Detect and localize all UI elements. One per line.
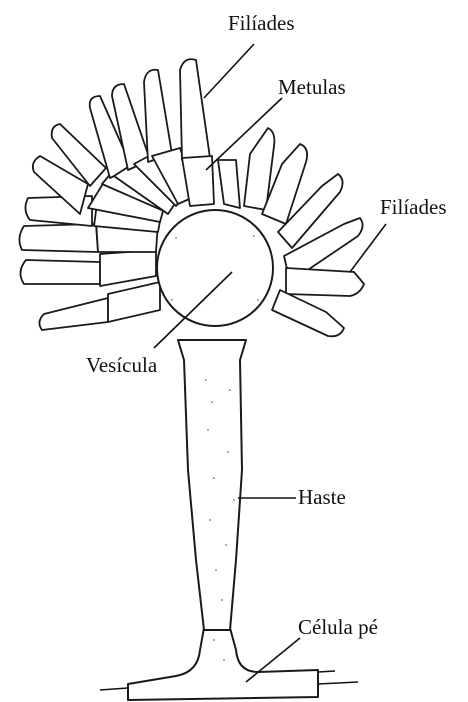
label-metulas: Metulas	[278, 75, 346, 99]
metula	[218, 160, 240, 208]
phialide	[39, 298, 108, 330]
label-vesicula: Vesícula	[86, 353, 158, 377]
vesicle	[157, 210, 273, 326]
metula	[108, 282, 160, 322]
label-filiades-right: Filíades	[380, 195, 447, 219]
stalk	[178, 340, 246, 661]
metula	[100, 250, 156, 286]
phialide	[180, 59, 210, 160]
phialide	[144, 70, 172, 162]
label-haste: Haste	[298, 485, 346, 509]
leader-filiades-top	[204, 44, 254, 98]
phialide	[286, 268, 364, 296]
phialide	[19, 224, 98, 252]
label-celula-pe: Célula pé	[298, 615, 378, 639]
labels: Filíades Metulas Filíades Vesícula Haste…	[86, 11, 447, 639]
phialide	[272, 290, 344, 336]
label-filiades-top: Filíades	[228, 11, 295, 35]
phialide	[20, 260, 100, 284]
